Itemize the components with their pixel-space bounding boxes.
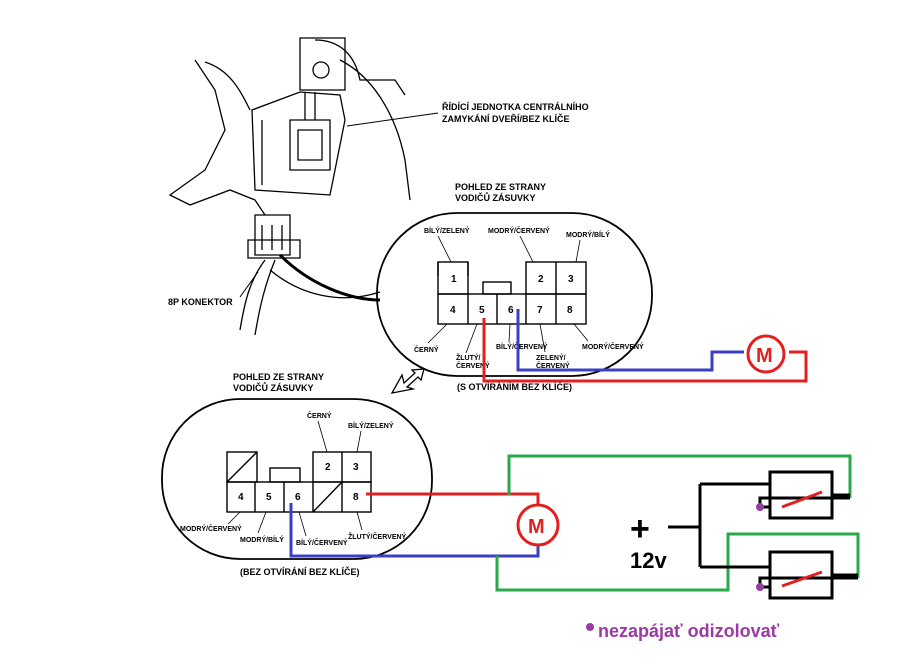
top-motor-wiring	[482, 309, 808, 383]
top-wire-zeleny-2: ČERVENÝ	[536, 361, 570, 370]
power-relays	[668, 470, 858, 600]
bottom-pin-6: 6	[295, 492, 301, 503]
bottom-connector-view: POHLED ZE STRANY VODIČŮ ZÁSUVKY 2 3 4 5 …	[161, 372, 433, 577]
bottom-pin-3: 3	[353, 462, 359, 473]
relay-2-switch	[781, 570, 823, 588]
leader-connector	[239, 271, 259, 298]
control-unit-sketch	[168, 37, 411, 336]
top-wire-bily-cerveny: BÍLÝ/ČERVENÝ	[496, 342, 548, 351]
bottom-pin-8: 8	[353, 492, 359, 503]
relay-switches	[781, 490, 823, 588]
top-caption: (S OTVÍRÁNÍM BEZ KLÍČE)	[457, 381, 572, 392]
control-unit-label-2: ZAMYKÁNÍ DVEŘÍ/BEZ KLÍČE	[442, 113, 570, 124]
top-pin-1: 1	[451, 274, 457, 285]
bottom-view-title-1: POHLED ZE STRANY	[233, 372, 324, 382]
swap-arrow-icon	[390, 368, 425, 394]
voltage-label: 12v	[630, 548, 667, 573]
bottom-latch	[269, 467, 301, 483]
bottom-wire-bily-cerveny: BÍLÝ/ČERVENÝ	[296, 538, 348, 547]
bottom-blue-wire	[289, 503, 540, 558]
top-pin-4: 4	[450, 305, 456, 316]
top-pin-5: 5	[479, 305, 485, 316]
top-oval	[376, 212, 653, 377]
top-blue-wire	[516, 309, 744, 372]
relay-2-insulate-dot	[756, 583, 764, 591]
top-wire-zeleny: ZELENÝ/	[536, 353, 566, 362]
top-pin-3: 3	[568, 274, 574, 285]
top-latch	[482, 281, 512, 295]
top-wire-modry-bily: MODRÝ/BÍLÝ	[566, 230, 610, 239]
bottom-oval	[161, 398, 433, 560]
green-wire-upper	[507, 454, 852, 498]
bottom-caption: (BEZ OTVÍRÁNÍ BEZ KLÍČE)	[240, 566, 360, 577]
plus-symbol: +	[630, 510, 650, 548]
bottom-pin-2: 2	[325, 462, 331, 473]
bottom-wire-modry-cerveny: MODRÝ/ČERVENÝ	[180, 524, 242, 533]
bottom-wire-modry-bily: MODRÝ/BÍLÝ	[240, 535, 284, 544]
top-red-wire	[482, 318, 808, 383]
top-pin-2: 2	[538, 274, 544, 285]
top-wire-modry-cerveny-bottom: MODRÝ/ČERVENÝ	[582, 342, 644, 351]
bottom-wire-zluty-cerveny: ŽLUTÝ/ČERVENÝ	[348, 532, 407, 541]
top-pin-8: 8	[567, 305, 573, 316]
bottom-wire-bily-zeleny: BÍLÝ/ZELENÝ	[348, 421, 394, 430]
bottom-red-wire	[366, 492, 540, 505]
control-unit-label-1: ŘÍDÍCÍ JEDNOTKA CENTRÁLNÍHO	[442, 101, 589, 112]
top-view-title-1: POHLED ZE STRANY	[455, 182, 546, 192]
top-connector-view: POHLED ZE STRANY VODIČŮ ZÁSUVKY 1 2 3 4 …	[376, 182, 653, 392]
connector-label: 8P KONEKTOR	[168, 297, 233, 307]
top-view-title-2: VODIČŮ ZÁSUVKY	[455, 192, 536, 203]
note-text: nezapájať odizolovať	[598, 621, 780, 641]
bottom-pin-4: 4	[238, 492, 244, 503]
bottom-view-title-2: VODIČŮ ZÁSUVKY	[233, 382, 314, 393]
relay-1-insulate-dot	[756, 503, 764, 511]
relay-1-switch	[781, 490, 823, 509]
bottom-motor-label: M	[528, 516, 545, 538]
bottom-motor	[516, 503, 560, 547]
top-pin-7: 7	[537, 305, 543, 316]
relay-2	[768, 550, 834, 600]
top-wire-cerny: ČERNÝ	[414, 345, 439, 354]
top-row-bottom	[437, 293, 587, 325]
top-wire-modry-cerveny-top: MODRÝ/ČERVENÝ	[488, 226, 550, 235]
bottom-wire-cerny: ČERNÝ	[307, 411, 332, 420]
relay-1	[768, 470, 834, 520]
leader-control-unit	[346, 112, 439, 127]
top-motor	[746, 334, 786, 374]
top-wire-zluty: ŽLUTÝ/	[456, 353, 481, 362]
note-dot	[586, 623, 594, 631]
top-motor-label: M	[756, 345, 773, 367]
green-wire-lower	[495, 532, 860, 592]
top-wire-bily-zeleny: BÍLÝ/ZELENÝ	[424, 226, 470, 235]
top-wire-zluty-2: ČERVENÝ	[456, 361, 490, 370]
top-pin-6: 6	[508, 305, 514, 316]
bottom-motor-wiring	[289, 454, 860, 592]
bottom-pin-5: 5	[266, 492, 272, 503]
